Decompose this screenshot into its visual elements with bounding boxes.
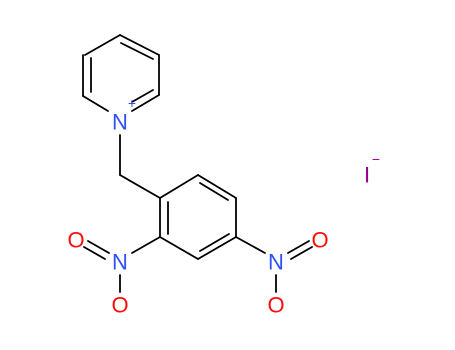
iodide-counterion: I − (364, 151, 380, 188)
atom-label-o: O (67, 228, 84, 253)
bond (82, 95, 109, 112)
bond (197, 174, 237, 199)
bond (131, 94, 160, 112)
atom-label-o: O (111, 293, 128, 318)
bond (131, 236, 161, 254)
bond (199, 233, 230, 252)
atom-label-o: O (311, 228, 328, 253)
bond (120, 42, 154, 60)
charge-minus: − (372, 151, 380, 167)
bond (84, 34, 121, 56)
pyridinium-nitrogen: N + (112, 95, 136, 135)
bond (131, 89, 154, 103)
bond (159, 236, 199, 260)
ortho-nitro-group: N O O (67, 228, 161, 318)
bond (235, 236, 266, 254)
pyridinium-ring (82, 34, 160, 112)
bond (290, 246, 313, 260)
bond (119, 34, 160, 56)
atom-label-i: I (364, 163, 370, 188)
methylene-linker (119, 134, 161, 199)
bond (87, 240, 110, 254)
bond (199, 182, 229, 201)
bond (83, 246, 106, 260)
charge-plus: + (128, 95, 136, 111)
bond (197, 236, 237, 260)
para-nitro-group: N O O (235, 228, 329, 318)
bond (287, 240, 310, 254)
bond (159, 174, 199, 199)
atom-label-n: N (268, 250, 284, 275)
bond (119, 174, 161, 199)
benzene-ring (159, 174, 237, 260)
atom-label-n: N (112, 110, 128, 135)
atom-label-n: N (112, 250, 128, 275)
atom-label-o: O (267, 293, 284, 318)
